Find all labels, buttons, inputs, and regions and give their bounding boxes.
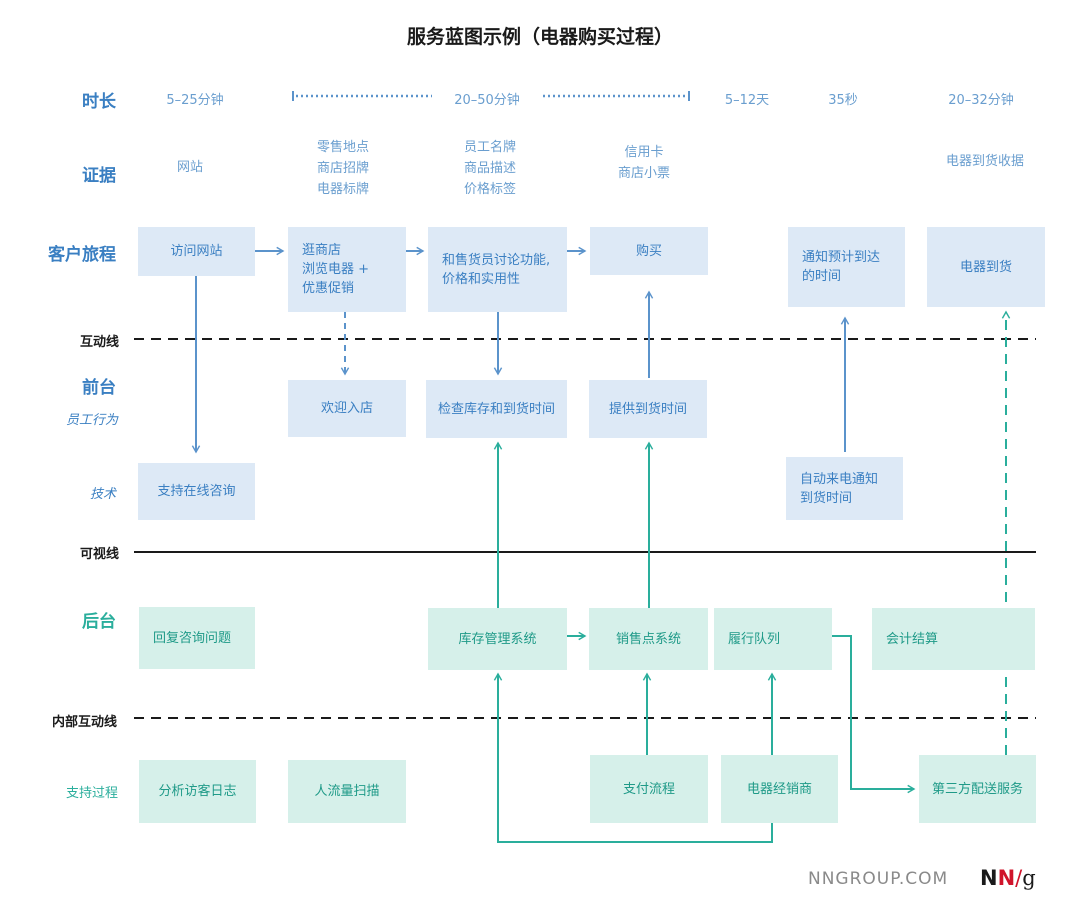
line-label-internal: 内部互动线 (52, 715, 118, 730)
support-logs-label: 分析访客日志 (158, 784, 237, 799)
journey-notify: 通知预计到达 的时间 (788, 227, 905, 307)
row-label-support: 支持过程 (66, 786, 119, 801)
row-label-staff-action: 员工行为 (66, 413, 119, 428)
row-label-evidence: 证据 (82, 166, 116, 186)
duration-2: 20–50分钟 (454, 93, 520, 108)
diagram-title: 服务蓝图示例（电器购买过程） (406, 26, 673, 48)
journey-discuss-label: 和售货员讨论功能, 价格和实用性 (442, 252, 551, 287)
back-inventory-system: 库存管理系统 (428, 608, 567, 670)
support-payment-label: 支付流程 (622, 781, 675, 797)
duration-4: 35秒 (828, 93, 858, 108)
front-check-label: 检查库存和到货时间 (437, 401, 555, 417)
support-delivery-label: 第三方配送服务 (931, 781, 1023, 797)
duration-3: 5–12天 (724, 93, 770, 108)
evidence-website: 网站 (176, 160, 203, 175)
duration-range (292, 91, 690, 101)
row-label-backstage: 后台 (82, 612, 116, 632)
journey-arrive-label: 电器到货 (959, 259, 1012, 275)
nng-logo: NN/g (980, 866, 1036, 890)
support-dealer: 电器经销商 (721, 755, 838, 823)
back-reply: 回复咨询问题 (139, 607, 255, 669)
logo-n1: N (980, 866, 998, 890)
support-dealer-label: 电器经销商 (746, 781, 812, 797)
back-inventory-label: 库存管理系统 (458, 631, 537, 647)
evidence-receipt: 电器到货收据 (945, 154, 1024, 169)
front-check-inventory: 检查库存和到货时间 (426, 380, 567, 438)
logo-n2: N (997, 866, 1016, 890)
journey-discuss: 和售货员讨论功能, 价格和实用性 (428, 227, 567, 312)
evidence-retail: 零售地点 商店招牌 电器标牌 (316, 140, 369, 197)
journey-arrive: 电器到货 (927, 227, 1045, 307)
support-payment: 支付流程 (590, 755, 708, 823)
duration-5: 20–32分钟 (948, 93, 1014, 108)
front-welcome: 欢迎入店 (288, 380, 406, 437)
tech-chat-label: 支持在线咨询 (157, 484, 236, 499)
evidence-payment: 信用卡 商店小票 (617, 145, 670, 181)
evidence-staff: 员工名牌 商品描述 价格标签 (463, 140, 516, 197)
tech-auto-call: 自动来电通知 到货时间 (786, 457, 903, 520)
back-accounting: 会计结算 (872, 608, 1035, 670)
back-fulfillment: 履行队列 (714, 608, 832, 670)
journey-visit-label: 访问网站 (170, 244, 223, 259)
support-traffic-scan: 人流量扫描 (288, 760, 406, 823)
back-fulfill-label: 履行队列 (728, 631, 781, 647)
tech-online-chat: 支持在线咨询 (138, 463, 255, 520)
tech-autocall-label: 自动来电通知 到货时间 (800, 471, 879, 506)
journey-buy-label: 购买 (635, 243, 662, 259)
support-traffic-label: 人流量扫描 (314, 784, 380, 799)
front-provide-label: 提供到货时间 (608, 401, 687, 417)
back-reply-label: 回复咨询问题 (153, 630, 232, 646)
front-provide-time: 提供到货时间 (589, 380, 707, 438)
back-pos-label: 销售点系统 (615, 631, 681, 647)
logo-slash: / (1015, 866, 1023, 890)
front-welcome-label: 欢迎入店 (320, 401, 373, 416)
duration-1: 5–25分钟 (166, 93, 224, 108)
back-pos-system: 销售点系统 (589, 608, 708, 670)
row-label-journey: 客户旅程 (48, 245, 116, 265)
line-label-visibility: 可视线 (80, 547, 120, 562)
back-accounting-label: 会计结算 (886, 631, 939, 647)
logo-g: g (1022, 866, 1036, 890)
support-visitor-logs: 分析访客日志 (139, 760, 256, 823)
journey-notify-label: 通知预计到达 的时间 (802, 250, 881, 284)
journey-buy: 购买 (590, 227, 708, 275)
row-label-tech: 技术 (90, 487, 117, 502)
brand-url: NNGROUP.COM (808, 869, 949, 889)
line-label-interaction: 互动线 (80, 335, 120, 350)
row-label-frontstage: 前台 (82, 378, 116, 398)
row-label-duration: 时长 (82, 92, 116, 112)
journey-browse-label: 逛商店 浏览电器 + 优惠促销 (302, 243, 370, 296)
journey-visit-website: 访问网站 (138, 227, 255, 276)
support-delivery: 第三方配送服务 (919, 755, 1036, 823)
journey-browse-store: 逛商店 浏览电器 + 优惠促销 (288, 227, 406, 312)
